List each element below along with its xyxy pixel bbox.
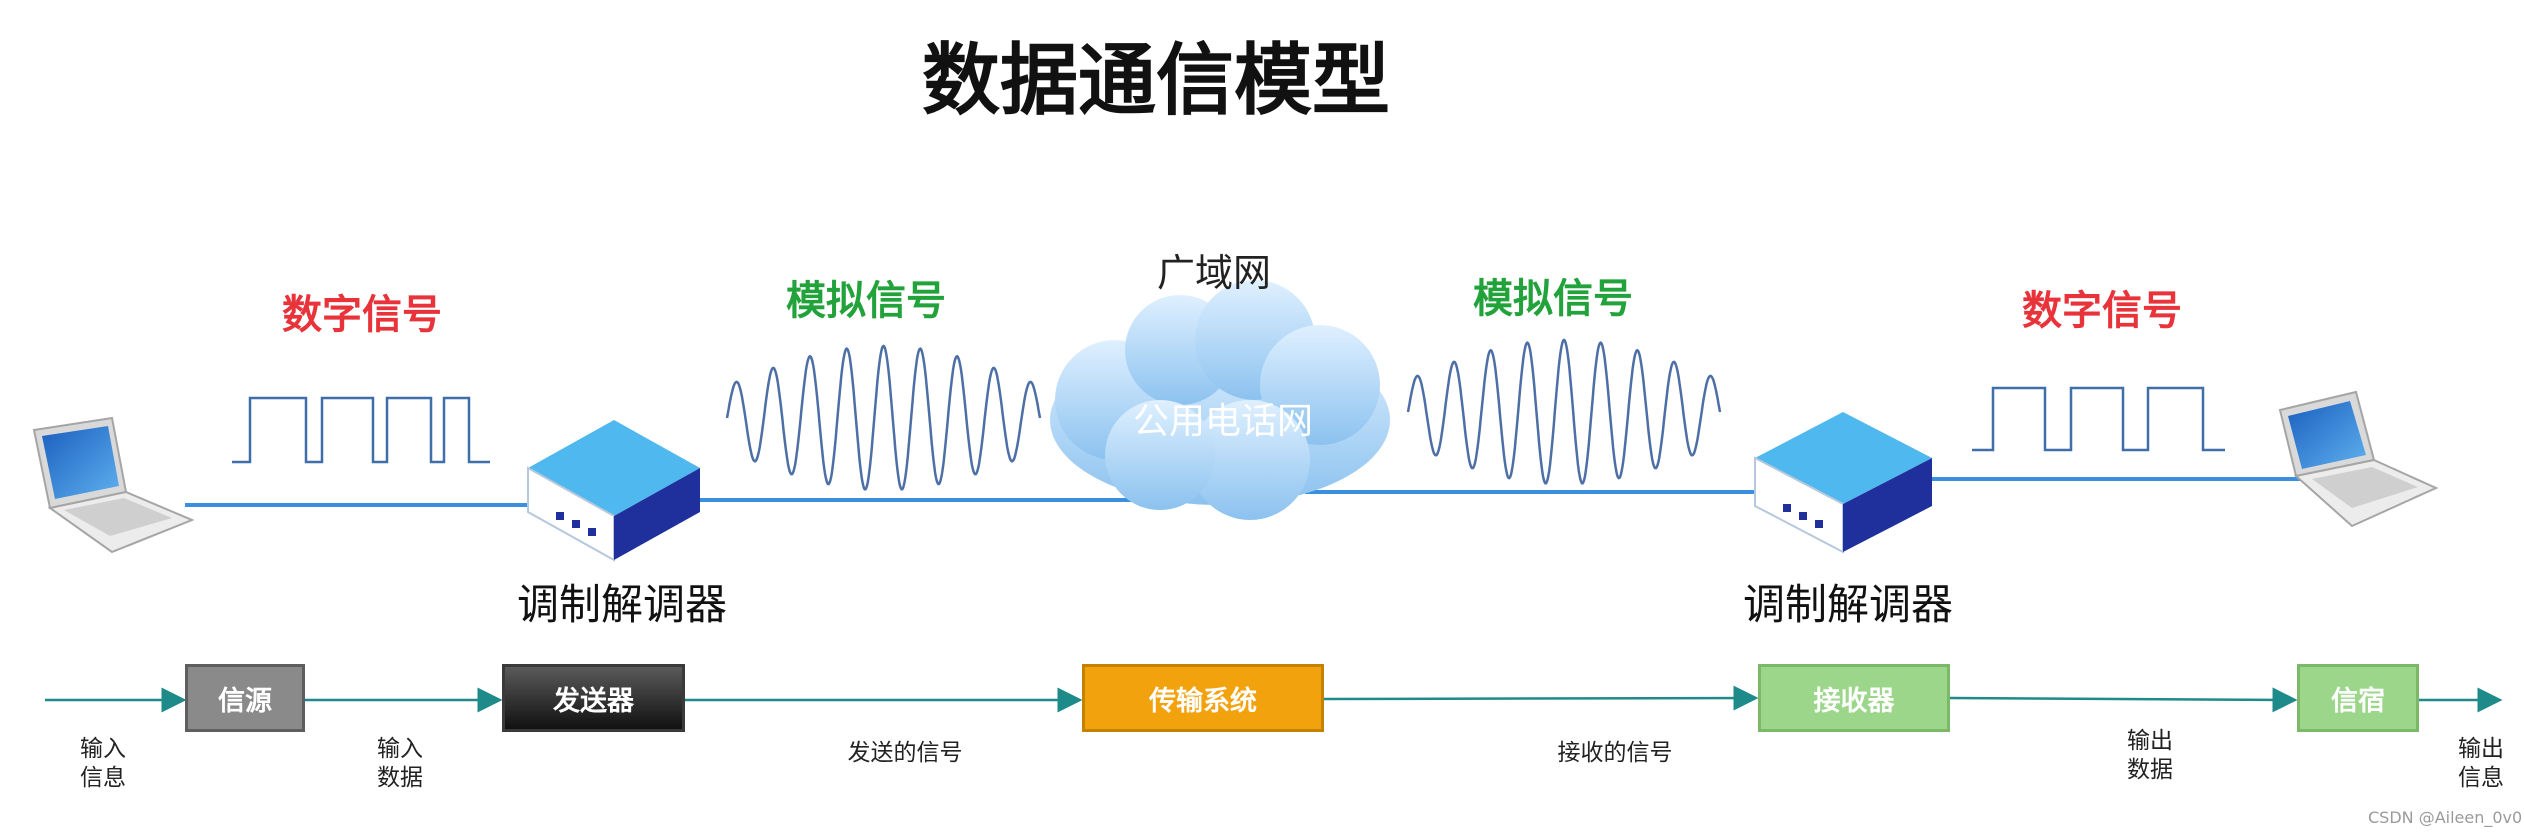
right-analog-signal-label: 模拟信号 xyxy=(1473,276,1633,322)
sent-signal-label: 发送的信号 xyxy=(847,740,963,766)
arrow-received-signal xyxy=(1323,685,1759,711)
left-modem-label: 调制解调器 xyxy=(517,580,728,629)
transmitter-box: 发送器 xyxy=(502,664,685,732)
right-analog-wave-icon xyxy=(1406,338,1722,485)
left-analog-signal-label: 模拟信号 xyxy=(786,278,946,324)
watermark-credit: CSDN @Aileen_0v0 xyxy=(2368,808,2523,827)
left-digital-signal-label: 数字信号 xyxy=(282,292,442,338)
right-modem-icon xyxy=(1754,412,1932,554)
right-laptop-icon xyxy=(2278,390,2439,528)
left-modem-icon xyxy=(527,420,700,562)
left-square-wave-icon xyxy=(232,396,490,464)
right-digital-signal-label: 数字信号 xyxy=(2022,288,2182,334)
wan-label: 广域网 xyxy=(1157,251,1272,295)
cloud-icon xyxy=(1050,280,1390,520)
output-info-label: 输出 信息 xyxy=(2458,736,2504,791)
left-analog-wave-icon xyxy=(725,344,1042,491)
source-box: 信源 xyxy=(185,664,305,732)
left-laptop-icon xyxy=(32,416,195,554)
right-modem-label: 调制解调器 xyxy=(1743,580,1954,629)
public-telephone-network-label: 公用电话网 xyxy=(1133,401,1314,442)
sink-box: 信宿 xyxy=(2297,664,2419,732)
receiver-box: 接收器 xyxy=(1758,664,1950,732)
transmission-system-box: 传输系统 xyxy=(1082,664,1324,732)
output-data-label: 输出 数据 xyxy=(2127,728,2173,783)
input-data-label: 输入 数据 xyxy=(377,736,423,791)
right-square-wave-icon xyxy=(1972,386,2225,452)
received-signal-label: 接收的信号 xyxy=(1557,740,1673,766)
input-info-label: 输入 信息 xyxy=(80,736,126,791)
link-lines xyxy=(185,477,2345,507)
flow-arrows xyxy=(45,685,2503,713)
diagram-title: 数据通信模型 xyxy=(921,36,1390,126)
arrow-output-data xyxy=(1949,687,2298,713)
